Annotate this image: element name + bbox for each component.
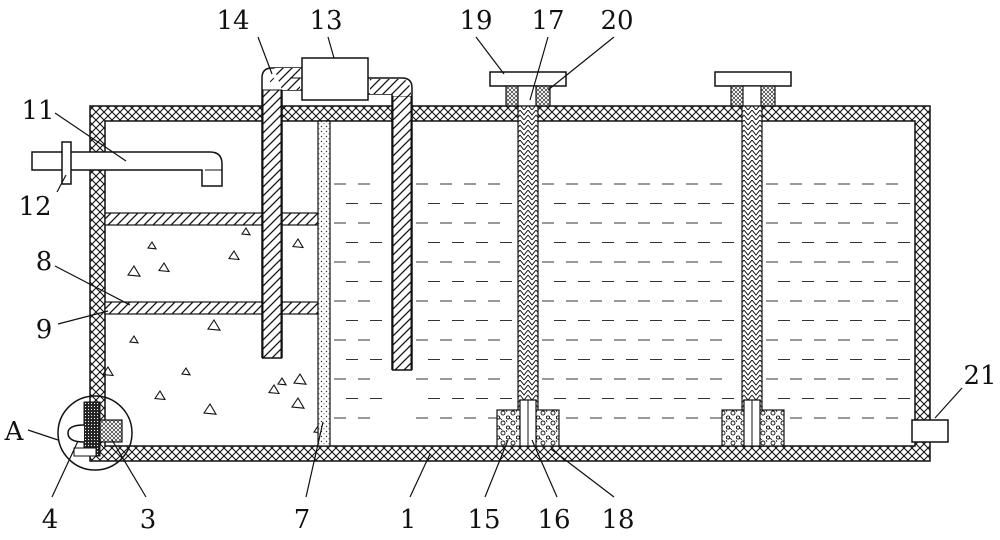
tank-wall [89,105,931,462]
sediment-particle [203,402,218,415]
label-19: 19 [459,6,492,36]
label-8: 8 [36,247,53,277]
label-13: 13 [309,6,342,36]
label-A: A [4,417,25,447]
label-15: 15 [467,505,500,535]
sediment-particles [102,226,324,434]
sediment-particle [277,376,288,386]
sediment-particle [154,389,167,401]
sediment-particle [102,365,115,377]
partition-plate [317,120,331,447]
sediment-particle [268,383,281,395]
label-4: 4 [42,505,59,535]
sediment-particle [181,366,192,376]
label-16: 16 [537,505,570,535]
label-1: 1 [400,505,417,535]
sediment-particle [228,249,241,261]
sediment-particle [158,261,171,273]
label-7: 7 [294,505,311,535]
agitator-right [714,71,792,447]
agitator-left [489,71,567,447]
filter-plate-lower [104,301,319,315]
sediment-particle [127,264,142,277]
leader-lines [27,36,963,498]
sediment-particle [293,372,308,385]
pump [301,57,369,101]
sediment-particle [291,396,306,409]
water-lines [334,183,910,419]
outlet-pipe [911,419,949,443]
label-18: 18 [601,505,634,535]
label-17: 17 [531,6,564,36]
sediment-particle [147,240,158,250]
label-14: 14 [216,6,249,36]
label-12: 12 [18,192,51,222]
inlet-pipe [31,151,223,187]
label-11: 11 [21,96,54,126]
sediment-particle [241,226,252,236]
sediment-particle [207,318,222,331]
drain-valve-detail [57,395,133,471]
pump-pipe [261,67,413,371]
label-21: 21 [963,361,996,391]
inlet-flange [61,141,72,185]
label-20: 20 [600,6,633,36]
label-3: 3 [140,505,157,535]
sediment-particle [292,237,305,249]
label-9: 9 [36,315,53,345]
filter-plate-upper [104,212,319,226]
sediment-particle [129,334,140,344]
